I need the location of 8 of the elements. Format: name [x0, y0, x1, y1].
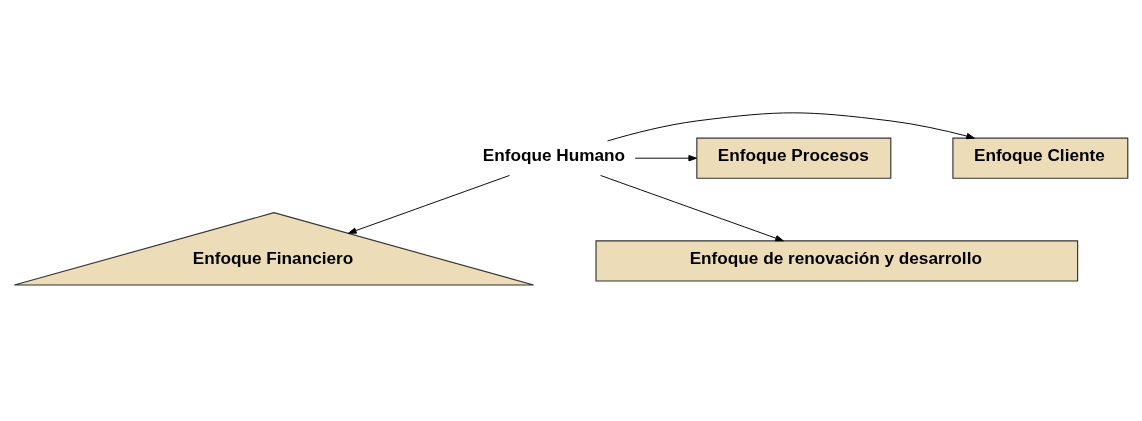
node-box: Enfoque de renovación y desarrollo: [595, 239, 1079, 282]
arrow: [347, 174, 510, 234]
arrow: [607, 111, 975, 141]
node-box: Enfoque Procesos: [696, 137, 892, 179]
node-box: Enfoque Cliente: [952, 137, 1129, 179]
node-text: Enfoque Humano: [482, 144, 626, 165]
arrow: [600, 174, 784, 241]
arrow: [634, 154, 697, 161]
